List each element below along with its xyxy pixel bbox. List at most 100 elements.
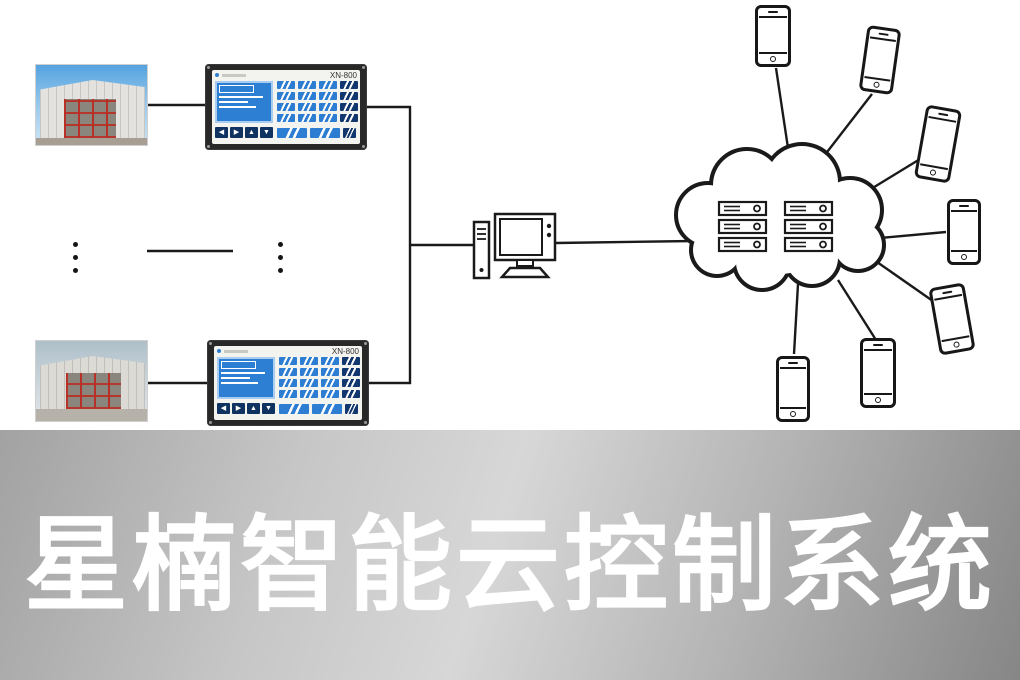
screw-icon <box>364 421 367 424</box>
keypad-key <box>319 103 337 111</box>
keypad-key <box>277 103 295 111</box>
banner: 星楠智能云控制系统 <box>0 430 1020 680</box>
phone-screen <box>864 349 892 395</box>
keypad-key <box>279 357 297 365</box>
phone-home-button <box>770 56 776 62</box>
function-key <box>312 404 342 414</box>
nav-left-button: ◀ <box>217 403 230 414</box>
connector-line <box>823 93 873 157</box>
screen-line <box>221 377 250 379</box>
keypad-key <box>300 390 318 398</box>
phone-screen <box>951 210 977 252</box>
function-key <box>345 404 358 414</box>
phone-home-button <box>875 397 881 403</box>
keypad-key <box>321 357 339 365</box>
ellipsis-icon <box>73 242 78 281</box>
screw-icon <box>207 145 210 148</box>
screw-icon <box>209 342 212 345</box>
controller-function-keys <box>277 128 356 138</box>
function-key <box>277 128 307 138</box>
function-key <box>310 128 340 138</box>
controller-face: XN-800 ◀ ▶ ▲ ▼ <box>214 346 362 420</box>
controller-face: XN-800 ◀ ▶ ▲ ▼ <box>212 70 360 144</box>
banner-title: 星楠智能云控制系统 <box>23 507 996 624</box>
screen-line <box>219 101 248 103</box>
function-key <box>279 404 309 414</box>
smartphone-icon <box>947 199 981 265</box>
dot <box>73 242 78 247</box>
keypad-key <box>321 368 339 376</box>
keypad-key <box>342 379 360 387</box>
keypad-key <box>279 390 297 398</box>
screen-line <box>219 106 256 108</box>
phone-screen <box>864 36 896 82</box>
server-icon <box>783 200 834 217</box>
phone-home-button <box>790 411 796 417</box>
screw-icon <box>209 421 212 424</box>
cloud-servers <box>717 200 834 253</box>
phone-home-button <box>929 169 937 177</box>
screw-icon <box>362 66 365 69</box>
function-key <box>343 128 356 138</box>
brand-text <box>222 74 246 77</box>
dot <box>278 242 283 247</box>
dot <box>278 255 283 260</box>
ground <box>36 138 147 145</box>
keypad-key <box>277 81 295 89</box>
phone-screen <box>780 367 806 409</box>
screen-line <box>221 372 265 374</box>
keypad-key <box>300 379 318 387</box>
keypad-key <box>298 92 316 100</box>
keypad-key <box>340 92 358 100</box>
phone-home-button <box>873 81 880 89</box>
computer-icon <box>472 212 557 280</box>
keypad-key <box>342 357 360 365</box>
keypad-key <box>342 390 360 398</box>
keypad-key <box>321 379 339 387</box>
phone-speaker <box>959 205 969 207</box>
server-icon <box>783 218 834 235</box>
keypad-key <box>340 103 358 111</box>
controller-screen <box>217 357 275 399</box>
connector-line <box>774 67 790 149</box>
screw-icon <box>207 66 210 69</box>
server-icon <box>717 200 768 217</box>
phone-home-button <box>953 341 960 349</box>
keypad-key <box>277 114 295 122</box>
ellipsis-icon <box>278 242 283 281</box>
server-icon <box>783 236 834 253</box>
keypad-key <box>298 103 316 111</box>
phone-screen <box>934 293 970 343</box>
keypad-key <box>300 368 318 376</box>
dot <box>73 268 78 273</box>
ground <box>36 409 147 421</box>
dot <box>278 268 283 273</box>
screen-box <box>221 361 256 369</box>
nav-down-button: ▼ <box>260 127 273 138</box>
keypad-key <box>298 81 316 89</box>
phone-screen <box>759 16 787 54</box>
smartphone-icon <box>860 338 896 408</box>
phone-speaker <box>878 32 889 36</box>
brand-text <box>224 350 248 353</box>
screw-icon <box>364 342 367 345</box>
model-label: XN-800 <box>329 71 357 80</box>
keypad-key <box>319 81 337 89</box>
phone-speaker <box>873 344 883 346</box>
phone-speaker <box>942 290 953 295</box>
nav-right-button: ▶ <box>232 403 245 414</box>
brand-logo-icon <box>217 349 221 353</box>
keypad-key <box>321 390 339 398</box>
screen-box <box>219 85 254 93</box>
dot <box>73 255 78 260</box>
phone-speaker <box>938 112 949 117</box>
phone-home-button <box>961 254 967 260</box>
scaffold-opening <box>66 373 121 409</box>
keypad-key <box>300 357 318 365</box>
nav-down-button: ▼ <box>262 403 275 414</box>
connector-line <box>836 279 878 341</box>
nav-up-button: ▲ <box>245 127 258 138</box>
smartphone-icon <box>755 5 791 67</box>
keypad-key <box>340 114 358 122</box>
